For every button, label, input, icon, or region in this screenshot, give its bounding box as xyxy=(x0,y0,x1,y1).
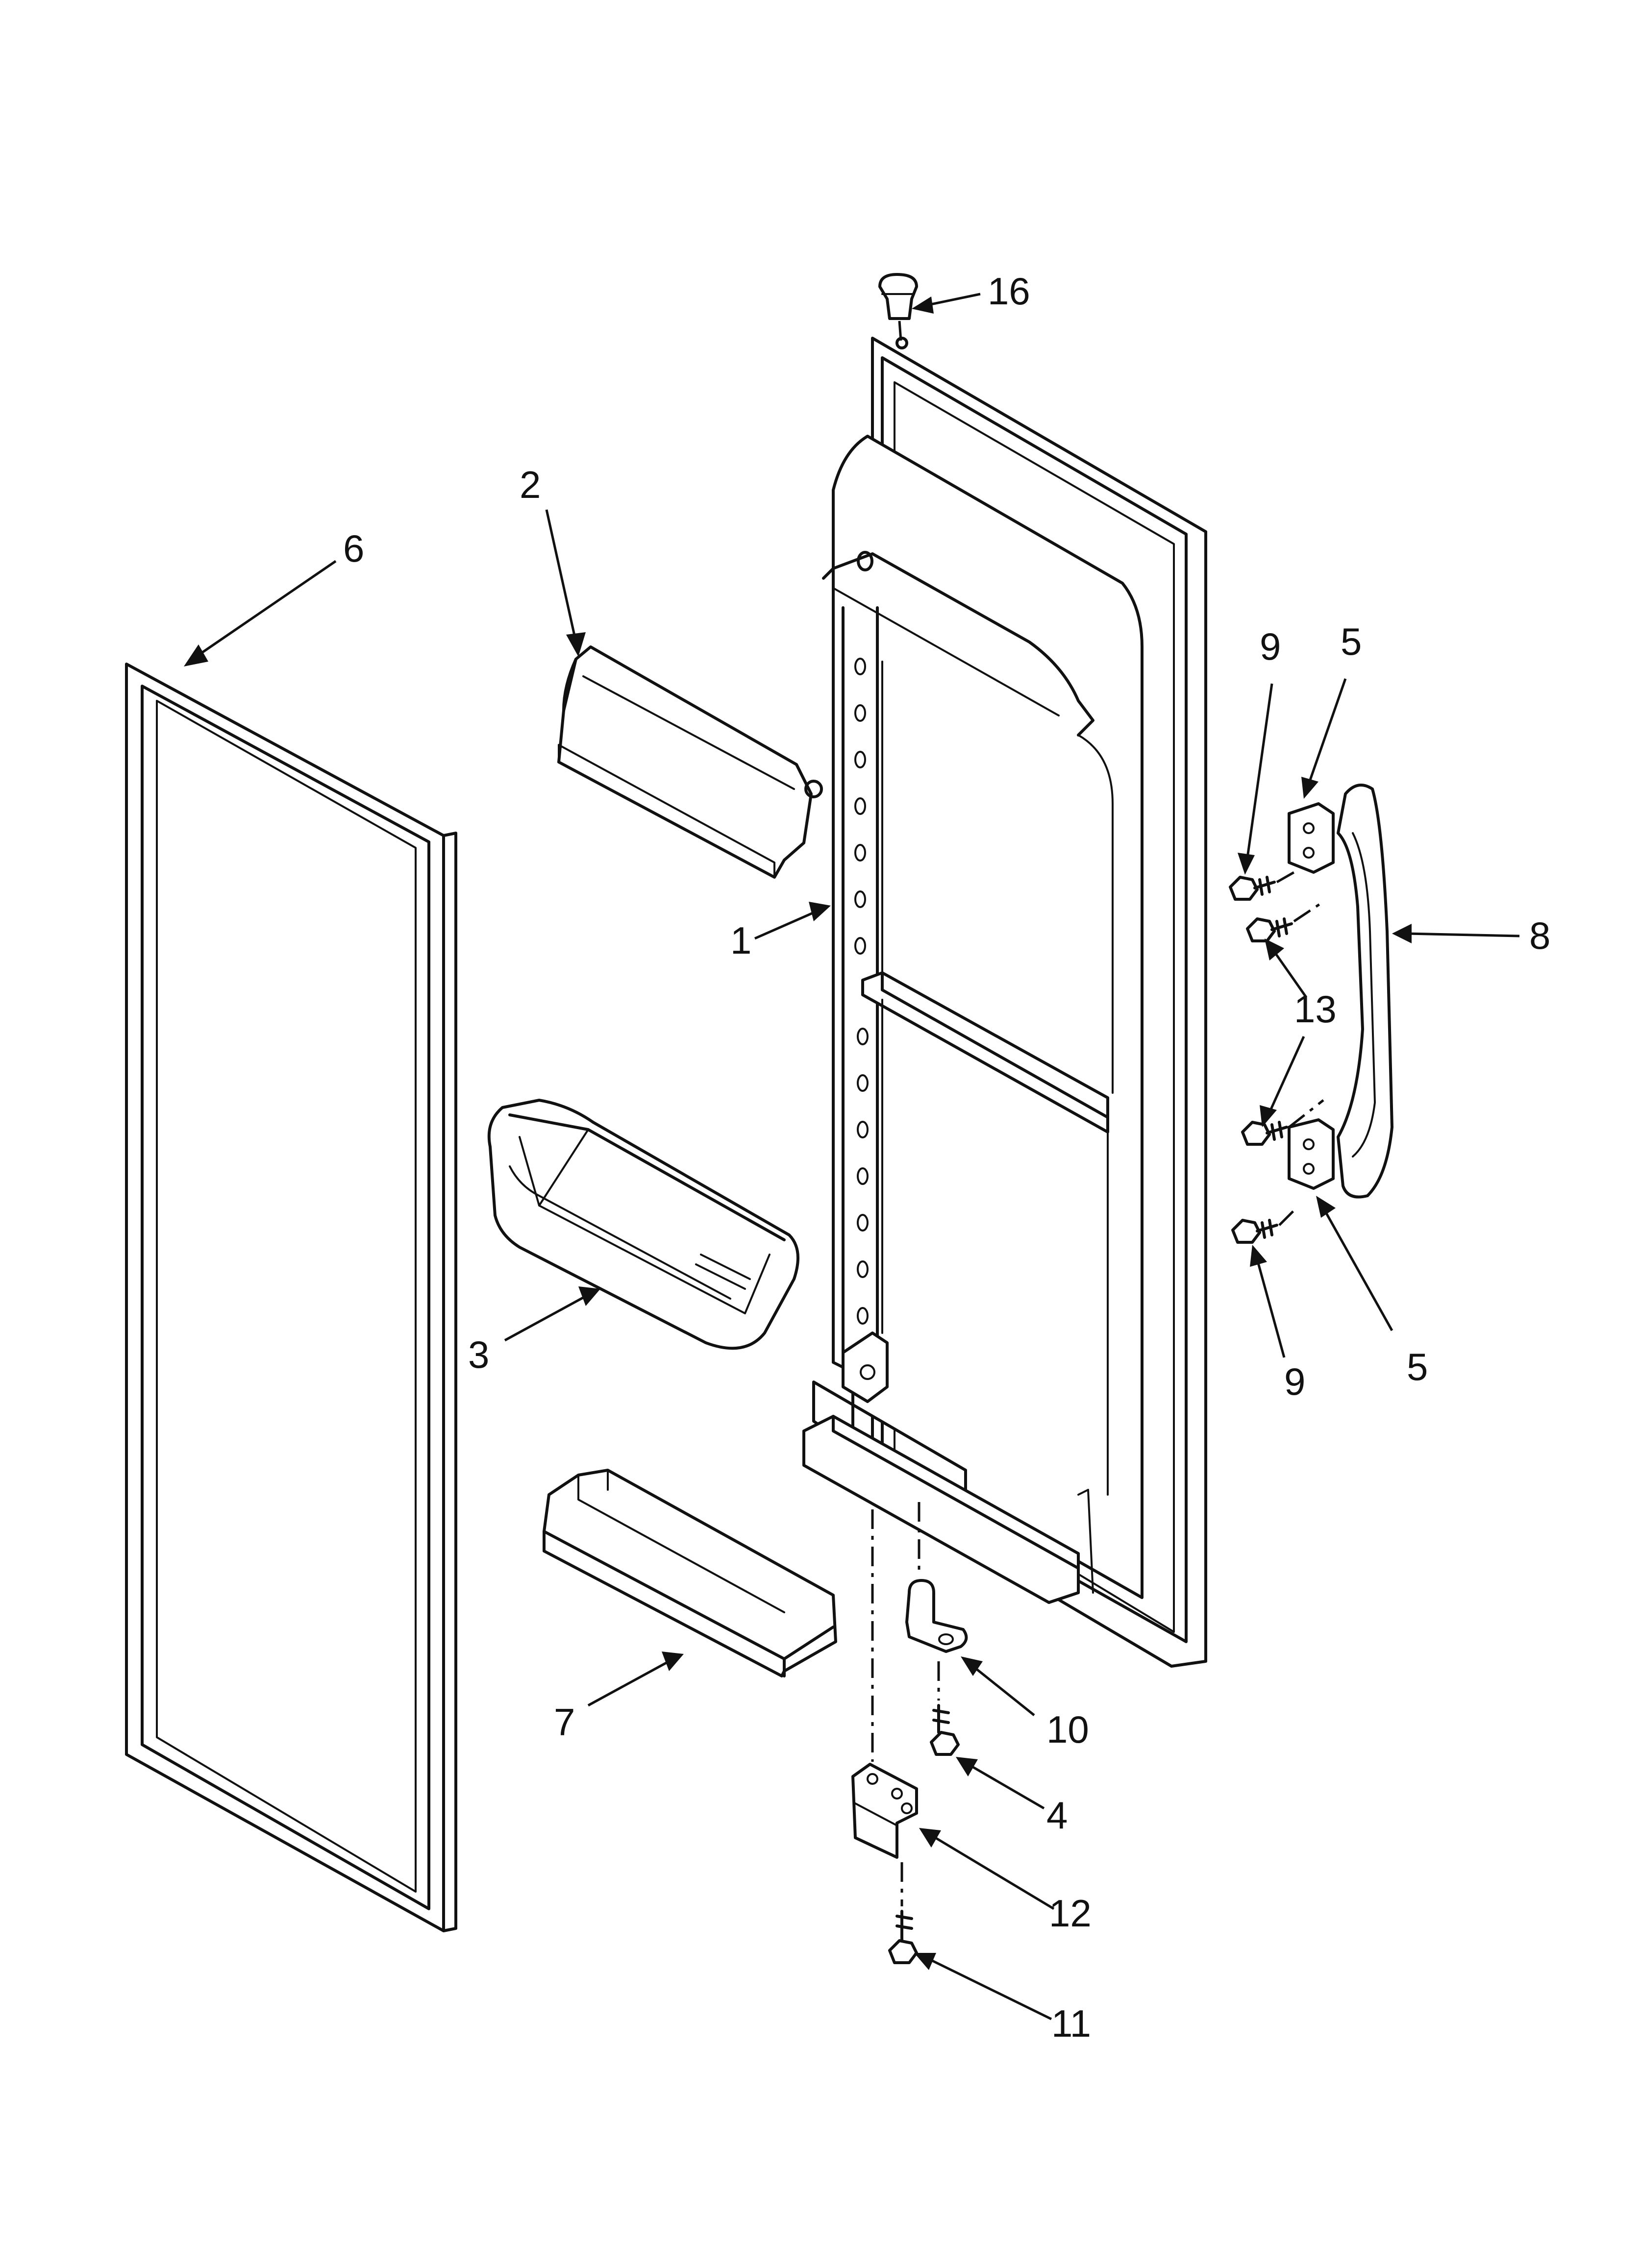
callout-2: 2 xyxy=(520,463,541,506)
callout-12: 12 xyxy=(1049,1892,1092,1935)
part-4-screw xyxy=(930,1661,960,1756)
callout-13: 13 xyxy=(1294,987,1337,1031)
part-11-screw xyxy=(888,1862,918,1964)
callout-9-lower: 9 xyxy=(1284,1360,1306,1403)
callout-3: 3 xyxy=(468,1333,490,1376)
part-10-hinge-pin xyxy=(905,1502,968,1653)
part-2-dairy-cover xyxy=(557,645,823,879)
callout-11: 11 xyxy=(1051,2002,1091,2045)
callout-16: 16 xyxy=(988,270,1030,313)
callout-4: 4 xyxy=(1046,1794,1068,1837)
part-3-door-bin xyxy=(487,1099,799,1350)
liner-holes xyxy=(854,658,869,1325)
part-1-door-liner xyxy=(802,337,1207,1668)
part-8-door-handle xyxy=(1337,784,1393,1199)
part-5-handle-mount-upper xyxy=(1288,802,1335,874)
part-6-door-gasket xyxy=(125,663,457,1932)
callout-7: 7 xyxy=(554,1701,575,1744)
callout-10: 10 xyxy=(1046,1708,1089,1751)
part-5-handle-mount-lower xyxy=(1288,1118,1335,1190)
part-16-pin xyxy=(878,273,918,341)
callout-5-lower: 5 xyxy=(1407,1345,1428,1388)
part-7-shelf-rail xyxy=(543,1469,837,1677)
callout-9-upper: 9 xyxy=(1260,625,1281,668)
part-13-screw-lower xyxy=(1241,1099,1324,1146)
part-9-screw-upper xyxy=(1229,871,1295,901)
part-13-screw-upper xyxy=(1246,900,1324,942)
callout-1: 1 xyxy=(730,919,752,962)
part-12-hinge xyxy=(851,1509,918,1859)
callout-8: 8 xyxy=(1529,914,1551,957)
leader-lines xyxy=(184,293,1520,2021)
callout-5-upper: 5 xyxy=(1341,620,1362,663)
callout-6: 6 xyxy=(343,527,365,570)
part-9-screw-lower xyxy=(1231,1209,1295,1244)
